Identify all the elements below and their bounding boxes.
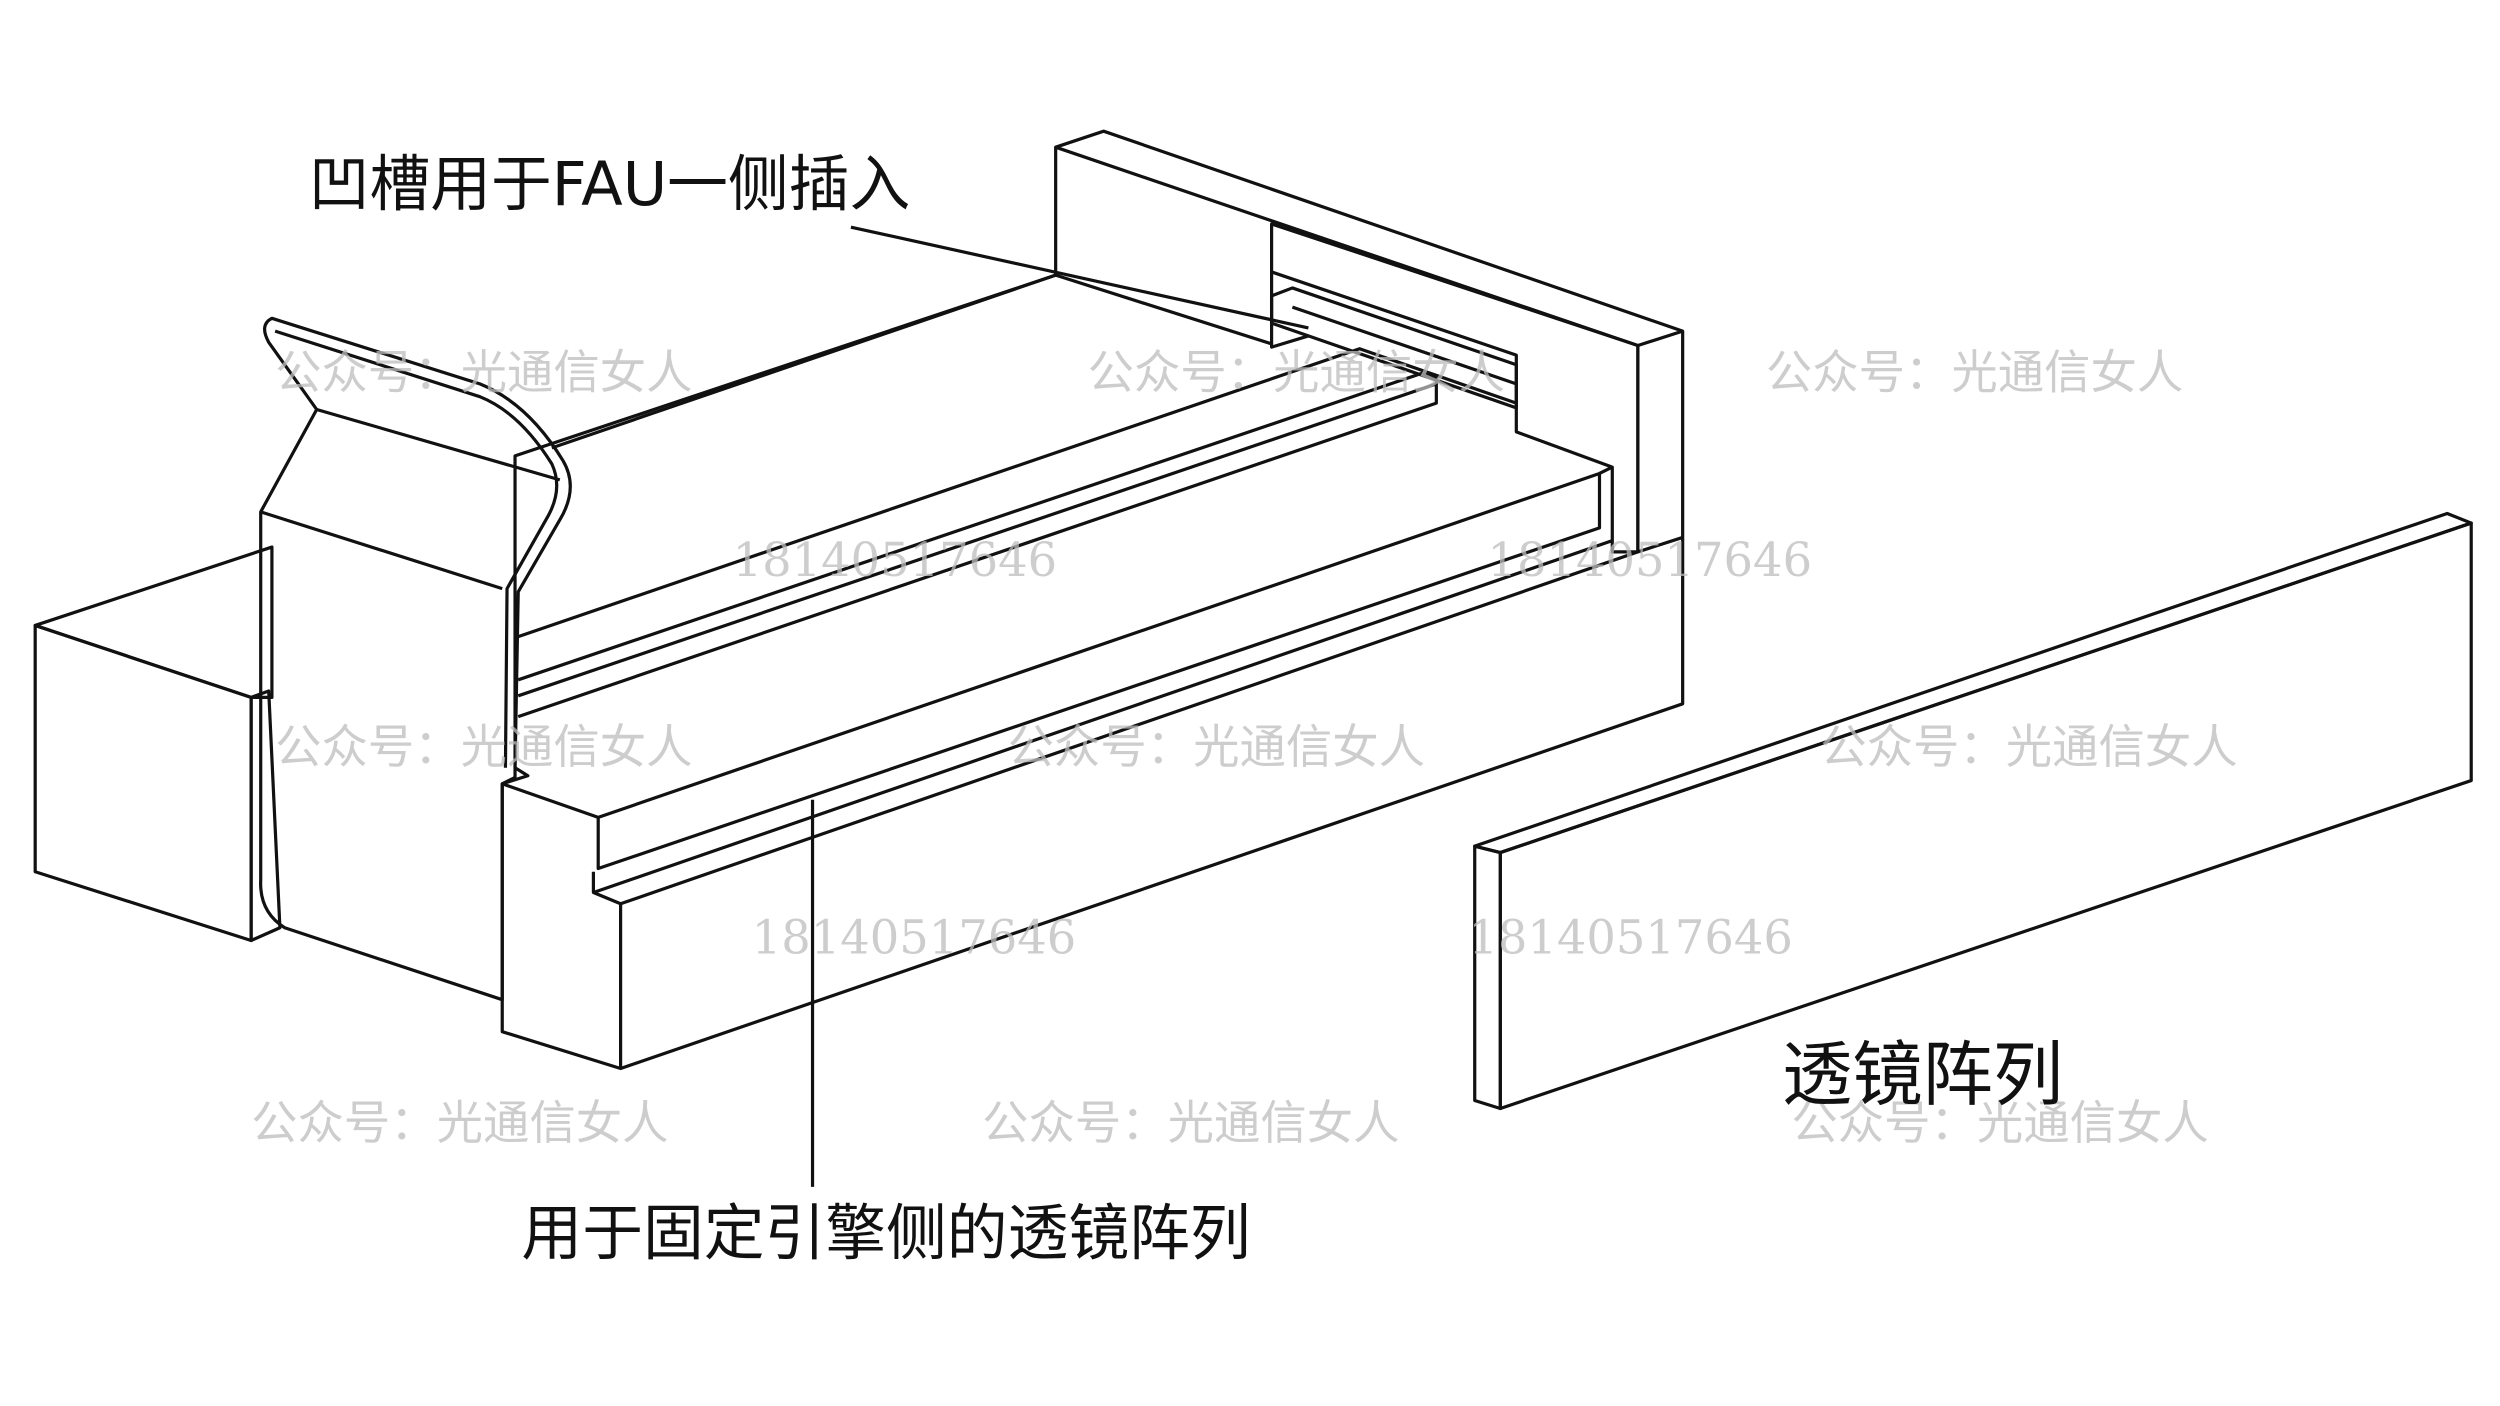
left-block-side <box>249 689 282 943</box>
label-groove: 凹槽用于FAU一侧插入 <box>309 150 911 220</box>
watermark-phone: 18140517646 <box>752 910 1077 964</box>
bracket-fold-1 <box>316 407 561 482</box>
watermark-phone: 18140517646 <box>1488 533 1813 587</box>
watermark-phone: 18140517646 <box>733 533 1058 587</box>
watermark-account: 公众号：光通信女人 <box>1820 720 2237 774</box>
rail-edge-3 <box>517 382 1437 698</box>
right-face-edge <box>1637 535 1684 554</box>
rail-edge-2 <box>517 371 1438 719</box>
watermark-phone: 18140517646 <box>1468 910 1793 964</box>
lens-array-block <box>1473 511 2473 1111</box>
watermark-account: 公众号：光通信女人 <box>275 720 692 774</box>
rail-edge-1 <box>517 347 1517 639</box>
watermark-account: 公众号：光通信女人 <box>1791 1096 2208 1150</box>
groove-front <box>591 550 1639 906</box>
label-lens-array: 透镜阵列 <box>1782 1034 2063 1116</box>
watermarks: 公众号：光通信女人 公众号：光通信女人 公众号：光通信女人 公众号：光通信女人 … <box>251 346 2237 1150</box>
label-fixed-lens-array: 用于固定引擎侧的透镜阵列 <box>521 1199 1250 1269</box>
metal-bracket <box>259 316 572 1002</box>
lens-side <box>1473 844 1502 1111</box>
base-top-edge <box>551 273 1273 450</box>
left-block-front <box>33 623 253 943</box>
slot-outline <box>1269 271 1309 349</box>
step-top <box>501 465 1613 819</box>
watermark-account: 公众号：光通信女人 <box>1088 346 1505 400</box>
leader-line-groove <box>850 225 1309 330</box>
bracket-fold-2 <box>260 510 503 591</box>
bracket-shape <box>259 316 572 1002</box>
bracket-inner-rim <box>274 329 559 768</box>
step-riser <box>596 473 1602 871</box>
groove-line <box>1291 305 1517 386</box>
watermark-account: 公众号：光通信女人 <box>982 1096 1399 1150</box>
left-block <box>33 545 282 943</box>
watermark-account: 公众号：光通信女人 <box>251 1096 668 1150</box>
watermark-account: 公众号：光通信女人 <box>275 346 692 400</box>
left-block-top <box>33 545 274 700</box>
lens-front <box>1498 521 2473 1111</box>
groove-lip <box>592 539 1613 895</box>
watermark-account: 公众号：光通信女人 <box>1008 720 1425 774</box>
housing-body <box>500 129 1685 1071</box>
watermark-account: 公众号：光通信女人 <box>1766 346 2183 400</box>
